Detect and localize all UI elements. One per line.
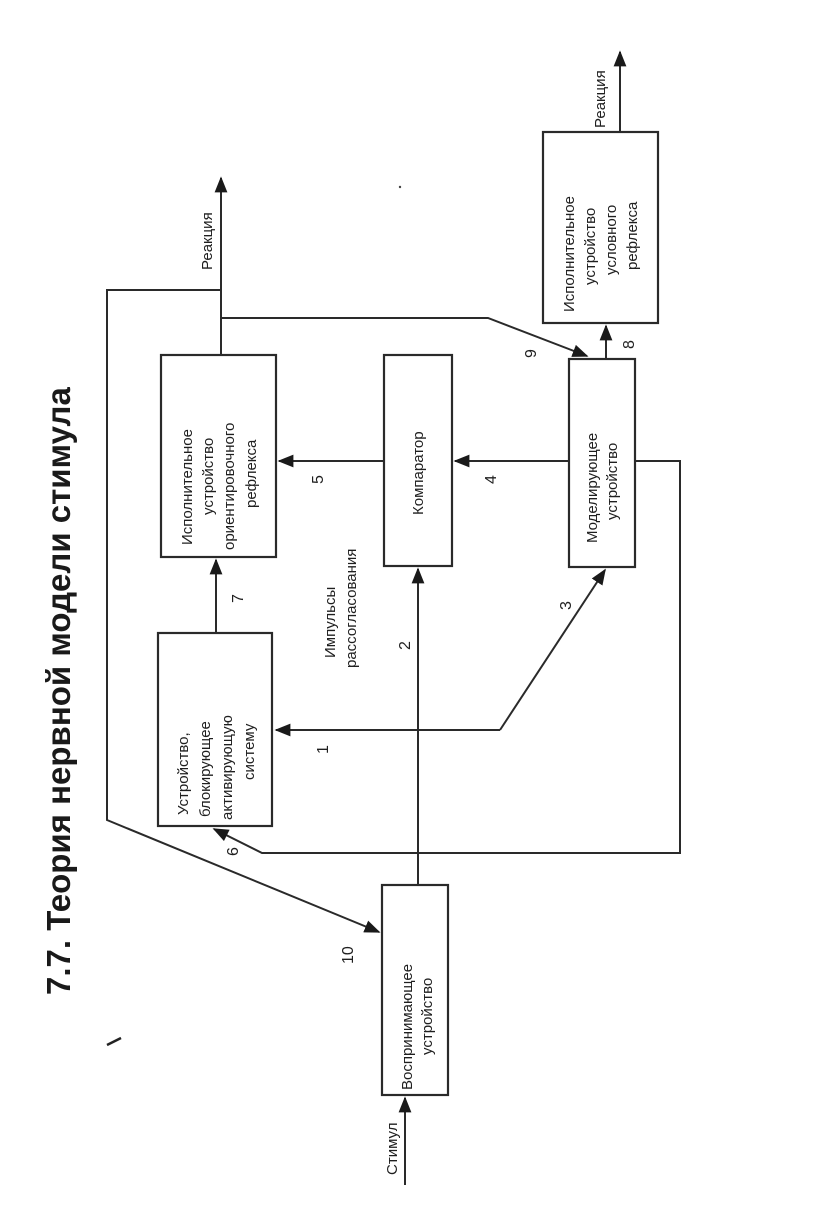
block-conditioned-line1: Исполнительное (561, 196, 578, 312)
svg-text:рефлекса: рефлекса (243, 439, 260, 508)
connection-number-1: 1 (315, 745, 332, 754)
block-blocking-line1: Устройство, (175, 732, 192, 815)
page-title: 7.7. Теория нервной модели стимула (40, 387, 77, 995)
connection-number-6: 6 (225, 847, 242, 856)
mismatch-label-line1: Импульсы (322, 587, 339, 658)
block-orienting-line2: устройство (200, 438, 217, 515)
connection-number-5: 5 (310, 475, 327, 484)
block-orienting-reflex: Исполнительное устройство ориентировочно… (159, 353, 278, 559)
connection-number-7: 7 (230, 594, 247, 603)
svg-text:Моделирующее: Моделирующее (584, 433, 601, 543)
block-blocking-line3: активирующую (219, 715, 236, 820)
svg-text:рефлекса: рефлекса (624, 201, 641, 270)
stimulus-label: Стимул (384, 1123, 401, 1176)
svg-text:ориентировочного: ориентировочного (221, 423, 238, 550)
block-blocking-device: Устройство, блокирующее активирующую сис… (156, 631, 274, 828)
svg-text:устройство: устройство (582, 208, 599, 285)
connection-number-2: 2 (397, 641, 414, 650)
svg-text:активирующую: активирующую (219, 715, 236, 820)
scan-artifact-mark (106, 1036, 122, 1047)
svg-text:Исполнительное: Исполнительное (561, 196, 578, 312)
block-blocking-line2: блокирующее (197, 721, 214, 817)
block-modeling-device: Моделирующее устройство (567, 357, 637, 569)
block-perceiving-line1: Воспринимающее (399, 964, 416, 1090)
connection-number-10: 10 (340, 946, 357, 964)
block-comparator-line1: Компаратор (410, 431, 427, 515)
svg-text:устройство: устройство (604, 443, 621, 520)
block-perceiving: Воспринимающее устройство (380, 883, 450, 1097)
reaction-conditioned-label: Реакция (592, 70, 609, 128)
block-conditioned-reflex: Исполнительное устройство условного рефл… (541, 130, 660, 325)
block-blocking-line4: систему (241, 723, 258, 780)
svg-text:устройство: устройство (200, 438, 217, 515)
svg-text:Устройство,: Устройство, (175, 732, 192, 815)
connection-number-3: 3 (558, 601, 575, 610)
block-orienting-line3: ориентировочного (221, 423, 238, 550)
block-perceiving-line2: устройство (419, 978, 436, 1055)
svg-text:устройство: устройство (419, 978, 436, 1055)
mismatch-label-line2: рассогласования (343, 549, 360, 668)
connection-6 (212, 460, 681, 854)
reaction-orienting-label: Реакция (199, 212, 216, 270)
block-conditioned-line4: рефлекса (624, 201, 641, 270)
scan-artifact-dot (398, 185, 402, 189)
block-orienting-line4: рефлекса (243, 439, 260, 508)
connection-number-9: 9 (523, 349, 540, 358)
block-conditioned-line3: условного (603, 205, 620, 275)
block-orienting-line1: Исполнительное (179, 429, 196, 545)
block-conditioned-line2: устройство (582, 208, 599, 285)
svg-text:Исполнительное: Исполнительное (179, 429, 196, 545)
svg-text:условного: условного (603, 205, 620, 275)
connection-9 (221, 317, 589, 357)
connection-3 (499, 568, 606, 731)
block-modeling-line1: Моделирующее (584, 433, 601, 543)
svg-text:Воспринимающее: Воспринимающее (399, 964, 416, 1090)
svg-text:блокирующее: блокирующее (197, 721, 214, 817)
svg-text:систему: систему (241, 723, 258, 780)
block-modeling-line2: устройство (604, 443, 621, 520)
connection-number-8: 8 (621, 340, 638, 349)
connection-10 (106, 289, 381, 933)
svg-text:Компаратор: Компаратор (410, 431, 427, 515)
block-comparator: Компаратор (382, 353, 454, 568)
connection-number-4: 4 (483, 475, 500, 484)
